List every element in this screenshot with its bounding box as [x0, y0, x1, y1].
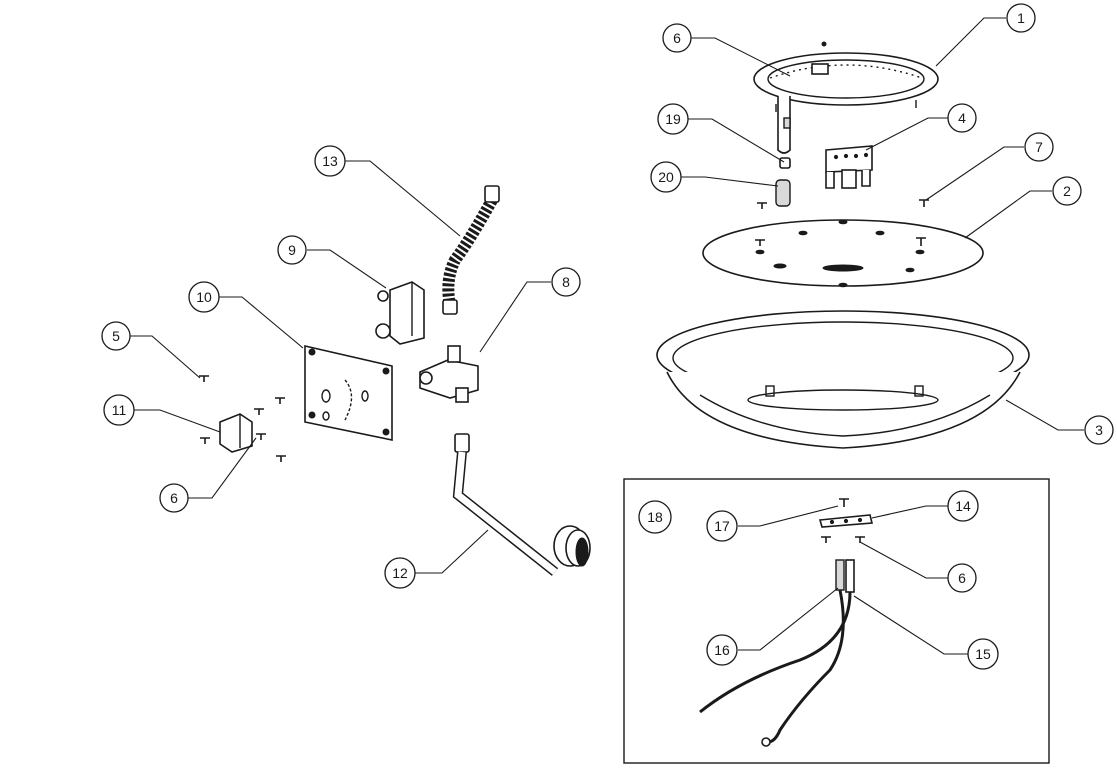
svg-text:3: 3 — [1095, 422, 1103, 438]
callout-6-left: 6 — [159, 483, 189, 513]
svg-text:11: 11 — [112, 402, 127, 418]
callout-10: 10 — [188, 281, 220, 313]
svg-text:14: 14 — [955, 498, 971, 514]
svg-text:12: 12 — [392, 565, 408, 581]
part-11-knob — [219, 413, 253, 453]
part-2-plate — [702, 219, 984, 288]
callout-5: 5 — [101, 321, 131, 351]
callout-15: 15 — [967, 638, 999, 670]
svg-text:8: 8 — [562, 274, 570, 290]
callout-13: 13 — [314, 145, 346, 177]
part-15-16-igniter-wires — [699, 559, 855, 747]
part-14-igniter-bracket — [818, 514, 874, 528]
part-20-orifice — [757, 179, 791, 209]
callout-1: 1 — [1006, 3, 1036, 33]
part-17-screw — [839, 498, 849, 507]
svg-text:13: 13 — [322, 153, 338, 169]
svg-text:19: 19 — [665, 111, 681, 127]
callout-20: 20 — [650, 161, 682, 193]
part-13-flex-hose — [442, 185, 500, 315]
callout-9: 9 — [277, 235, 307, 265]
svg-text:20: 20 — [658, 169, 674, 185]
part-19-fitting — [779, 157, 791, 169]
svg-text:7: 7 — [1035, 139, 1043, 155]
callout-19: 19 — [657, 103, 689, 135]
svg-text:5: 5 — [112, 328, 120, 344]
part-7-screw — [919, 199, 929, 207]
callout-4: 4 — [947, 103, 977, 133]
part-3-pan — [656, 310, 1030, 449]
box-18-igniter-kit — [623, 478, 1050, 764]
svg-text:17: 17 — [714, 518, 730, 534]
svg-text:18: 18 — [647, 509, 663, 525]
svg-text:6: 6 — [673, 30, 681, 46]
burner-tube — [777, 96, 791, 154]
svg-text:15: 15 — [975, 646, 991, 662]
small-screws — [199, 375, 286, 462]
svg-text:1: 1 — [1017, 10, 1025, 26]
part-1-burner-ring — [753, 41, 939, 112]
callout-7: 7 — [1024, 132, 1054, 162]
svg-text:9: 9 — [288, 242, 296, 258]
callout-11: 11 — [103, 394, 135, 426]
part-12-gas-line — [452, 433, 591, 576]
callout-2: 2 — [1052, 176, 1082, 206]
callout-3: 3 — [1084, 415, 1114, 445]
svg-text:2: 2 — [1063, 183, 1071, 199]
svg-text:16: 16 — [714, 642, 730, 658]
callout-6-top: 6 — [662, 23, 692, 53]
svg-text:6: 6 — [170, 490, 178, 506]
svg-text:10: 10 — [196, 289, 212, 305]
leader-lines — [130, 17, 1084, 655]
part-4-bracket — [825, 145, 873, 189]
callout-17: 17 — [706, 510, 738, 542]
part-10-control-plate — [304, 344, 393, 441]
callout-8: 8 — [551, 267, 581, 297]
callout-12: 12 — [384, 557, 416, 589]
callout-14: 14 — [947, 490, 979, 522]
svg-text:4: 4 — [958, 110, 966, 126]
part-8-valve — [419, 345, 479, 403]
part-9-igniter — [375, 281, 425, 345]
callout-18: 18 — [638, 500, 672, 534]
kit-screws — [821, 536, 865, 543]
svg-text:6: 6 — [958, 570, 966, 586]
callout-6-kit: 6 — [947, 563, 977, 593]
callout-16: 16 — [706, 634, 738, 666]
